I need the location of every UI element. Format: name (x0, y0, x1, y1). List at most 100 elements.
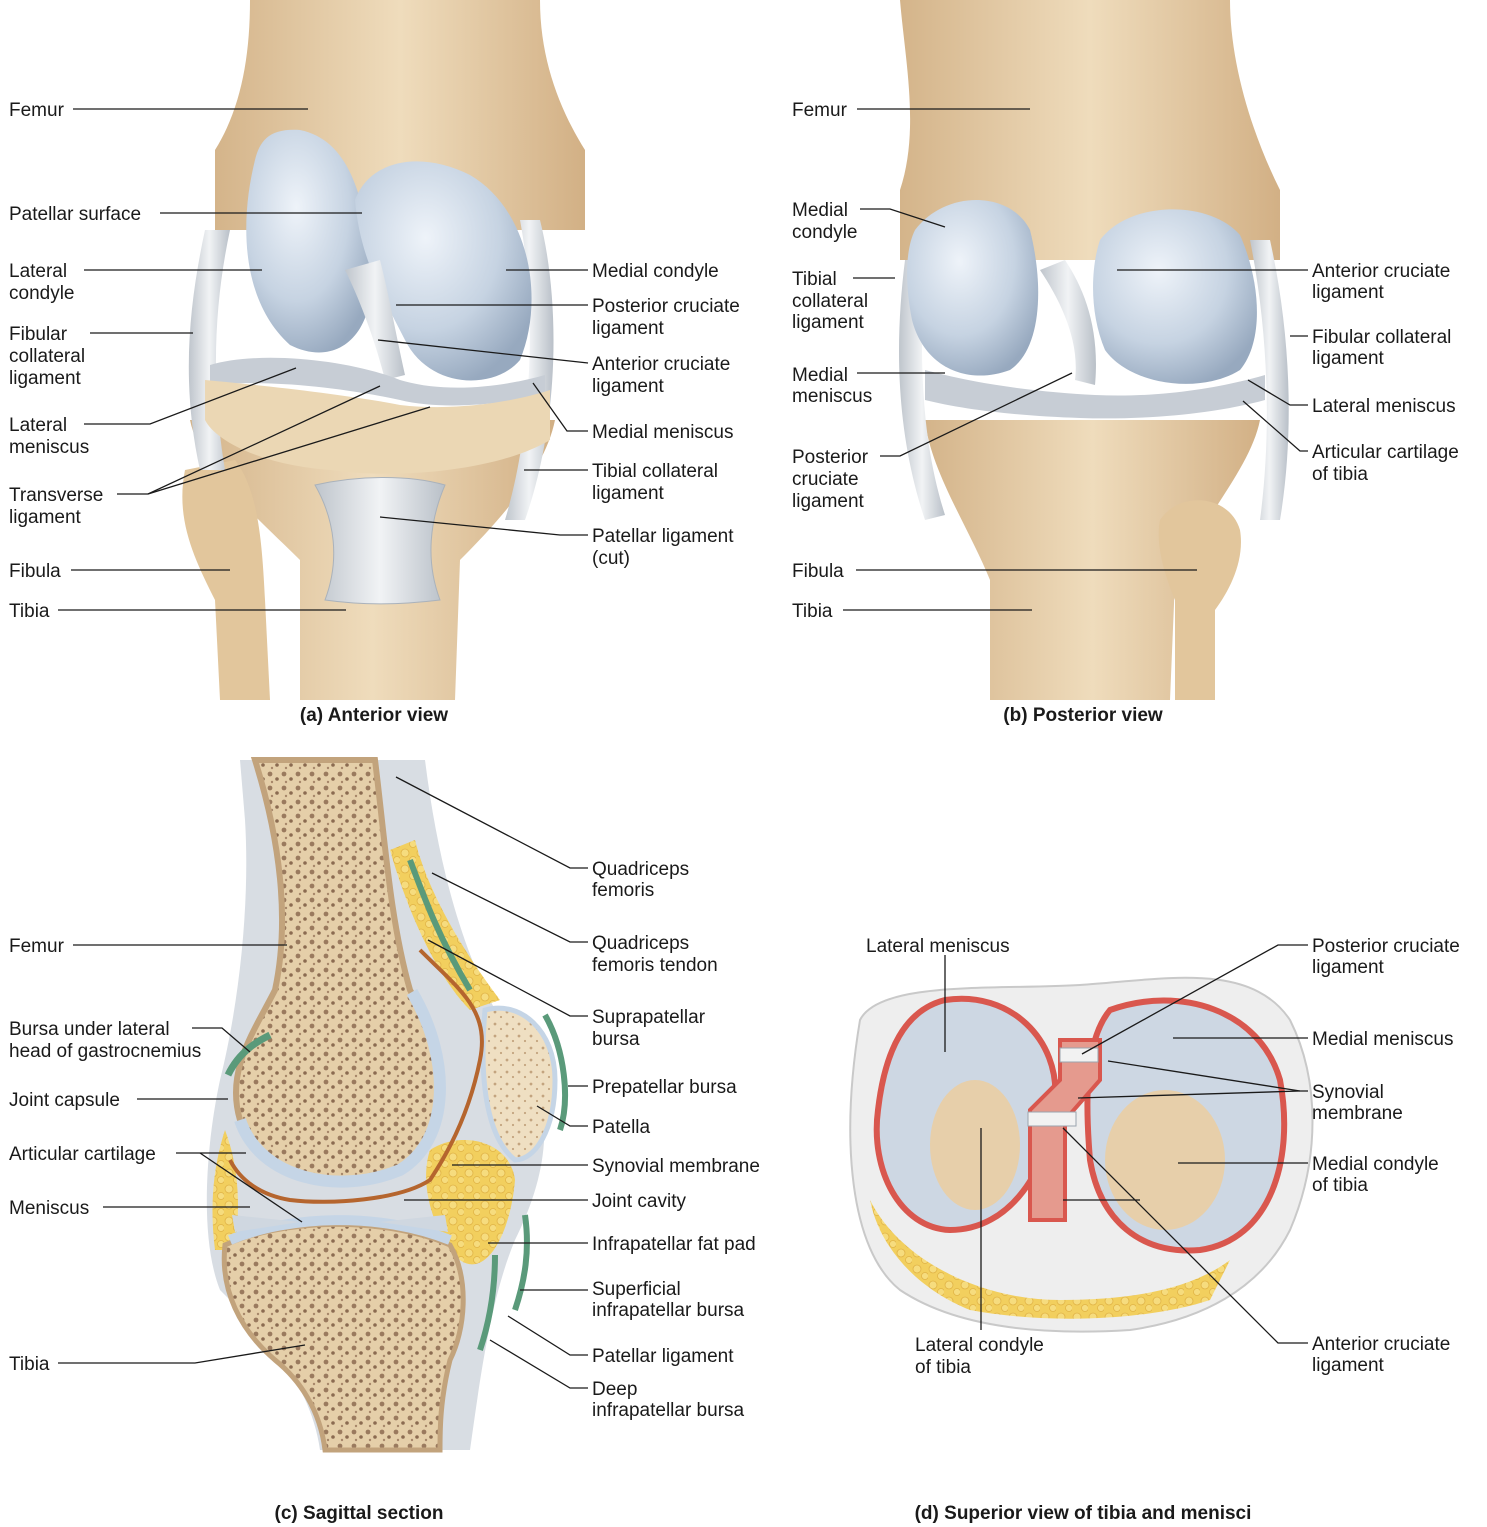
label-d-medial-meniscus: Medial meniscus (1312, 1029, 1454, 1050)
label-c-articular-cartilage: Articular cartilage (9, 1144, 156, 1165)
label-b-articular-cartilage-2: of tibia (1312, 464, 1368, 485)
label-d-posterior-cruciate-1: Posterior cruciate (1312, 936, 1460, 957)
label-c-suprapatellar-1: Suprapatellar (592, 1007, 706, 1028)
label-b-tibia: Tibia (792, 601, 833, 622)
label-b-femur: Femur (792, 100, 848, 121)
label-a-tibial-collateral-1: Tibial collateral (592, 461, 718, 482)
label-c-bursa-gastrocnemius-2: head of gastrocnemius (9, 1041, 201, 1062)
label-b-medial-meniscus-2: meniscus (792, 386, 872, 407)
posterior-illustration (899, 0, 1289, 700)
label-a-patellar-surface: Patellar surface (9, 204, 141, 225)
label-c-prepatellar: Prepatellar bursa (592, 1077, 737, 1098)
caption-a: (a) Anterior view (300, 705, 448, 726)
label-a-lateral-condyle-1: Lateral (9, 261, 67, 282)
label-c-synovial: Synovial membrane (592, 1156, 760, 1177)
label-b-lateral-meniscus: Lateral meniscus (1312, 396, 1456, 417)
label-b-medial-meniscus-1: Medial (792, 365, 848, 386)
label-c-joint-capsule: Joint capsule (9, 1090, 120, 1111)
label-a-fibular-collateral-2: collateral (9, 346, 85, 367)
label-c-femur: Femur (9, 936, 65, 957)
label-b-anterior-cruciate-1: Anterior cruciate (1312, 261, 1450, 282)
lateral-condyle-surface (930, 1080, 1020, 1210)
medial-condyle-posterior (907, 200, 1038, 376)
acl-stump (1028, 1112, 1076, 1126)
patellar-ligament-cut-shape (315, 478, 445, 604)
anterior-illustration (182, 0, 585, 700)
label-d-anterior-cruciate-2: ligament (1312, 1355, 1385, 1376)
panel-d-superior-view: Lateral meniscus Lateral condyle of tibi… (850, 936, 1460, 1524)
label-a-lateral-meniscus-1: Lateral (9, 415, 67, 436)
label-b-fibula: Fibula (792, 561, 844, 582)
label-a-anterior-cruciate-2: ligament (592, 376, 665, 397)
label-c-deep-bursa-2: infrapatellar bursa (592, 1400, 745, 1421)
label-d-anterior-cruciate-1: Anterior cruciate (1312, 1334, 1450, 1355)
panel-c-sagittal-section: Femur Bursa under lateral head of gastro… (9, 760, 760, 1524)
label-b-fibular-collateral-1: Fibular collateral (1312, 327, 1451, 348)
caption-c: (c) Sagittal section (275, 1503, 444, 1524)
label-a-transverse-1: Transverse (9, 485, 103, 506)
label-c-superficial-bursa-2: infrapatellar bursa (592, 1300, 745, 1321)
label-c-fat-pad: Infrapatellar fat pad (592, 1234, 756, 1255)
label-c-quadriceps-2: femoris (592, 880, 654, 901)
label-a-posterior-cruciate-2: ligament (592, 318, 665, 339)
label-d-lateral-meniscus: Lateral meniscus (866, 936, 1010, 957)
label-c-quadriceps-tendon-1: Quadriceps (592, 933, 689, 954)
label-a-medial-meniscus: Medial meniscus (592, 422, 734, 443)
label-b-posterior-cruciate-3: ligament (792, 491, 865, 512)
label-c-patellar-ligament: Patellar ligament (592, 1346, 734, 1367)
label-a-fibula: Fibula (9, 561, 61, 582)
label-c-superficial-bursa-1: Superficial (592, 1279, 681, 1300)
lateral-condyle-posterior (1093, 209, 1257, 384)
label-a-lateral-condyle-2: condyle (9, 283, 75, 304)
label-a-patellar-ligament-2: (cut) (592, 548, 630, 569)
label-b-tibial-collateral-2: collateral (792, 291, 868, 312)
label-c-quadriceps-1: Quadriceps (592, 859, 689, 880)
label-a-transverse-2: ligament (9, 507, 82, 528)
superior-illustration (850, 978, 1312, 1332)
label-c-joint-cavity: Joint cavity (592, 1191, 686, 1212)
label-d-lateral-condyle-1: Lateral condyle (915, 1335, 1044, 1356)
label-b-tibial-collateral-3: ligament (792, 312, 865, 333)
label-a-patellar-ligament-1: Patellar ligament (592, 526, 734, 547)
label-a-medial-condyle: Medial condyle (592, 261, 719, 282)
sagittal-illustration (207, 760, 565, 1450)
caption-b: (b) Posterior view (1003, 705, 1163, 726)
label-a-fibular-collateral-1: Fibular (9, 324, 68, 345)
label-a-tibia: Tibia (9, 601, 50, 622)
label-b-tibial-collateral-1: Tibial (792, 269, 837, 290)
label-b-anterior-cruciate-2: ligament (1312, 282, 1385, 303)
label-a-femur: Femur (9, 100, 65, 121)
label-b-posterior-cruciate-1: Posterior (792, 447, 869, 468)
panel-b-posterior-view: Femur Medial condyle Tibial collateral l… (792, 0, 1459, 726)
label-c-bursa-gastrocnemius-1: Bursa under lateral (9, 1019, 170, 1040)
label-d-posterior-cruciate-2: ligament (1312, 957, 1385, 978)
label-a-fibular-collateral-3: ligament (9, 368, 82, 389)
label-b-fibular-collateral-2: ligament (1312, 348, 1385, 369)
label-a-anterior-cruciate-1: Anterior cruciate (592, 354, 730, 375)
tibia-section (224, 1224, 463, 1450)
label-d-synovial-2: membrane (1312, 1103, 1403, 1124)
leader-c-deep-bursa (490, 1340, 588, 1388)
leader-c-patellar-ligament (508, 1316, 588, 1355)
panel-a-anterior-view: Femur Patellar surface Lateral condyle F… (9, 0, 740, 726)
cruciates-posterior (1040, 260, 1096, 385)
medial-condyle-surface (1105, 1090, 1225, 1230)
label-c-patella: Patella (592, 1117, 651, 1138)
label-c-tibia: Tibia (9, 1354, 50, 1375)
pcl-stump (1060, 1048, 1098, 1062)
label-b-articular-cartilage-1: Articular cartilage (1312, 442, 1459, 463)
label-b-medial-condyle-2: condyle (792, 222, 858, 243)
label-a-tibial-collateral-2: ligament (592, 483, 665, 504)
label-c-quadriceps-tendon-2: femoris tendon (592, 955, 718, 976)
caption-d: (d) Superior view of tibia and menisci (915, 1503, 1252, 1524)
label-d-synovial-1: Synovial (1312, 1082, 1384, 1103)
label-a-posterior-cruciate-1: Posterior cruciate (592, 296, 740, 317)
label-a-lateral-meniscus-2: meniscus (9, 437, 89, 458)
label-d-medial-condyle-1: Medial condyle (1312, 1154, 1439, 1175)
label-c-meniscus: Meniscus (9, 1198, 89, 1219)
label-b-medial-condyle-1: Medial (792, 200, 848, 221)
label-c-deep-bursa-1: Deep (592, 1379, 637, 1400)
label-d-medial-condyle-2: of tibia (1312, 1175, 1368, 1196)
label-c-suprapatellar-2: bursa (592, 1029, 640, 1050)
